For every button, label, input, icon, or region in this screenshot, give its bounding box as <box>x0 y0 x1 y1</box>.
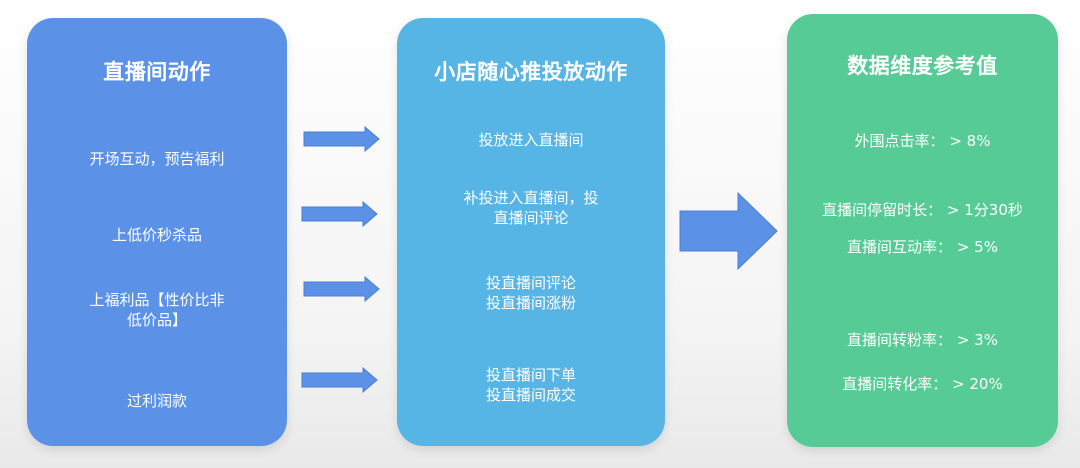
panel-title: 数据维度参考值 <box>847 54 998 78</box>
panel-promotion-actions: 小店随心推投放动作 投放进入直播间 补投进入直播间，投 直播间评论 投直播间评论… <box>397 18 665 446</box>
arrow-right-icon <box>303 126 380 152</box>
big-arrow-right-icon <box>679 191 778 271</box>
list-item: 投放进入直播间 <box>478 131 584 149</box>
list-item: 上福利品【性价比非 低价品】 <box>89 291 225 329</box>
metric-item: 直播间转粉率： > 3% <box>847 331 998 349</box>
list-item: 投直播间下单 投直播间成交 <box>485 366 576 404</box>
list-item: 补投进入直播间，投 直播间评论 <box>463 189 599 227</box>
metric-item: 直播间转化率： > 20% <box>842 375 1003 393</box>
metric-item: 直播间互动率： > 5% <box>847 238 998 256</box>
metric-item: 直播间停留时长： > 1分30秒 <box>822 201 1023 219</box>
list-item: 开场互动，预告福利 <box>89 150 225 168</box>
list-item: 过利润款 <box>126 392 187 410</box>
panel-title: 小店随心推投放动作 <box>434 60 628 84</box>
arrow-right-icon <box>301 201 378 227</box>
panel-title: 直播间动作 <box>103 60 211 84</box>
list-item: 上低价秒杀品 <box>111 226 202 244</box>
metric-item: 外围点击率： > 8% <box>854 132 991 150</box>
list-item: 投直播间评论 投直播间涨粉 <box>485 274 576 312</box>
arrow-right-icon <box>301 367 378 393</box>
panel-data-reference: 数据维度参考值 外围点击率： > 8% 直播间停留时长： > 1分30秒 直播间… <box>787 14 1058 447</box>
panel-live-room-actions: 直播间动作 开场互动，预告福利 上低价秒杀品 上福利品【性价比非 低价品】 过利… <box>27 18 287 446</box>
arrow-right-icon <box>303 276 380 302</box>
